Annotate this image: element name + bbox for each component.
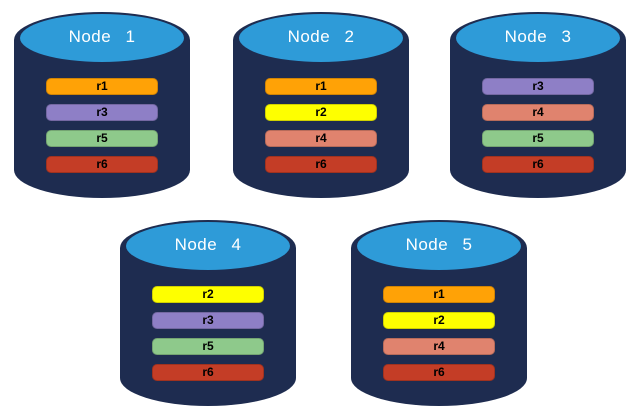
- replica-bar: r4: [383, 338, 495, 355]
- replica-bar: r2: [383, 312, 495, 329]
- replica-bar: r6: [265, 156, 377, 173]
- replica-list: r1 r2 r4 r6: [265, 78, 377, 182]
- node-title: Node 1: [68, 27, 136, 46]
- replica-list: r1 r3 r5 r6: [46, 78, 158, 182]
- node-4-cylinder: Node 4 r2 r3 r5 r6: [118, 218, 298, 408]
- cylinder-top: [126, 222, 290, 270]
- replica-bar: r6: [152, 364, 264, 381]
- replica-bar: r1: [46, 78, 158, 95]
- replica-bar: r1: [383, 286, 495, 303]
- node-2-cylinder: Node 2 r1 r2 r4 r6: [231, 10, 411, 200]
- node-1-cylinder: Node 1 r1 r3 r5 r6: [12, 10, 192, 200]
- cylinder-top: [456, 14, 620, 62]
- replica-bar: r6: [46, 156, 158, 173]
- node-title: Node 5: [405, 235, 473, 254]
- replica-bar: r6: [482, 156, 594, 173]
- replica-bar: r2: [265, 104, 377, 121]
- replica-bar: r2: [152, 286, 264, 303]
- cylinder-top: [239, 14, 403, 62]
- cylinder-top: [357, 222, 521, 270]
- replica-bar: r3: [482, 78, 594, 95]
- replica-bar: r3: [152, 312, 264, 329]
- node-title: Node 3: [504, 27, 572, 46]
- replica-list: r1 r2 r4 r6: [383, 286, 495, 390]
- replica-bar: r5: [482, 130, 594, 147]
- replica-bar: r6: [383, 364, 495, 381]
- node-title: Node 2: [287, 27, 355, 46]
- replica-bar: r4: [482, 104, 594, 121]
- node-title: Node 4: [174, 235, 242, 254]
- replica-bar: r4: [265, 130, 377, 147]
- replica-bar: r1: [265, 78, 377, 95]
- replica-bar: r5: [46, 130, 158, 147]
- replica-bar: r5: [152, 338, 264, 355]
- node-5-cylinder: Node 5 r1 r2 r4 r6: [349, 218, 529, 408]
- replica-list: r2 r3 r5 r6: [152, 286, 264, 390]
- node-3-cylinder: Node 3 r3 r4 r5 r6: [448, 10, 628, 200]
- cylinder-top: [20, 14, 184, 62]
- replica-list: r3 r4 r5 r6: [482, 78, 594, 182]
- replica-bar: r3: [46, 104, 158, 121]
